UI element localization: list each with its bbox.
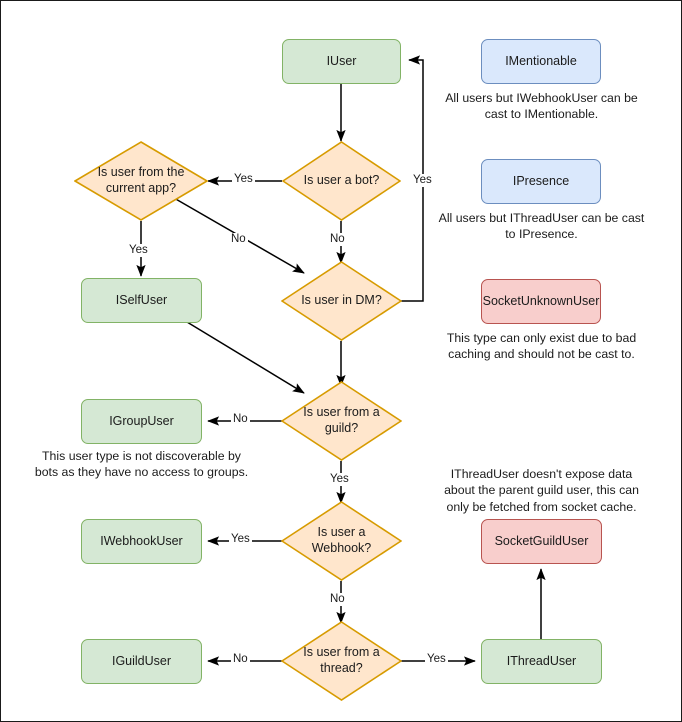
node-is-user-from-a-guild-label: Is user from a guild? <box>303 405 380 435</box>
note-igroupuser: This user type is not discoverable by bo… <box>34 449 249 480</box>
node-socketguilduser[interactable]: SocketGuildUser <box>481 519 602 564</box>
node-iguilduser[interactable]: IGuildUser <box>81 639 202 684</box>
node-is-user-from-a-guild[interactable]: Is user from a guild? <box>281 381 402 461</box>
node-ithreaduser[interactable]: IThreadUser <box>481 639 602 684</box>
node-imentionable[interactable]: IMentionable <box>481 39 601 84</box>
edge-label-iscurrentapp-no: No <box>229 233 248 246</box>
diamond-shape <box>281 381 402 461</box>
node-igroupuser[interactable]: IGroupUser <box>81 399 202 444</box>
diamond-shape <box>281 261 402 341</box>
edge-label-isbot-yes: Yes <box>232 173 255 186</box>
node-is-user-a-bot[interactable]: Is user a bot? <box>282 141 401 221</box>
node-igroupuser-label: IGroupUser <box>109 413 174 428</box>
node-is-user-from-current-app[interactable]: Is user from the current app? <box>74 141 208 221</box>
node-ithreaduser-label: IThreadUser <box>506 653 577 668</box>
edge-label-iscurrentapp-yes: Yes <box>127 244 150 257</box>
node-iselfuser-label: ISelfUser <box>115 292 168 307</box>
edge-label-isguild-no: No <box>231 413 250 426</box>
node-socketunknownuser[interactable]: SocketUnknownUser <box>481 279 601 324</box>
note-imentionable: All users but IWebhookUser can be cast t… <box>445 91 638 122</box>
edge-label-isthread-no: No <box>231 653 250 666</box>
node-ipresence[interactable]: IPresence <box>481 159 601 204</box>
node-iguilduser-label: IGuildUser <box>111 653 172 668</box>
diamond-shape <box>282 141 401 221</box>
node-imentionable-label: IMentionable <box>505 53 577 68</box>
note-ithreaduser: IThreadUser doesn't expose data about th… <box>444 467 639 514</box>
node-iuser[interactable]: IUser <box>282 39 401 84</box>
node-iuser-label: IUser <box>326 53 357 68</box>
edge-label-isdm-yes: Yes <box>411 174 434 187</box>
node-is-user-a-bot-label: Is user a bot? <box>303 173 380 188</box>
node-is-user-in-dm-label: Is user in DM? <box>301 293 382 308</box>
node-socketunknownuser-label: SocketUnknownUser <box>482 293 600 308</box>
node-ipresence-label: IPresence <box>512 173 570 188</box>
node-iwebhookuser-label: IWebhookUser <box>100 533 183 548</box>
node-is-user-from-a-thread-label: Is user from a thread? <box>303 645 380 675</box>
diamond-shape <box>281 621 402 701</box>
edge-label-isbot-no: No <box>328 233 347 246</box>
node-iselfuser[interactable]: ISelfUser <box>81 278 202 323</box>
node-is-user-from-a-thread[interactable]: Is user from a thread? <box>281 621 402 701</box>
edge-label-iswebhook-no: No <box>328 593 347 606</box>
diamond-shape <box>281 501 402 581</box>
node-is-user-in-dm[interactable]: Is user in DM? <box>281 261 402 341</box>
edge-label-isthread-yes: Yes <box>425 653 448 666</box>
note-ipresence: All users but IThreadUser can be cast to… <box>438 211 645 242</box>
node-is-user-a-webhook[interactable]: Is user a Webhook? <box>281 501 402 581</box>
edge-label-iswebhook-yes: Yes <box>229 533 252 546</box>
note-socketunknownuser: This type can only exist due to bad cach… <box>446 331 637 362</box>
node-socketguilduser-label: SocketGuildUser <box>494 533 589 548</box>
node-is-user-from-current-app-label: Is user from the current app? <box>97 165 185 195</box>
edge-label-isguild-yes: Yes <box>328 473 351 486</box>
node-iwebhookuser[interactable]: IWebhookUser <box>81 519 202 564</box>
node-is-user-a-webhook-label: Is user a Webhook? <box>311 525 372 555</box>
